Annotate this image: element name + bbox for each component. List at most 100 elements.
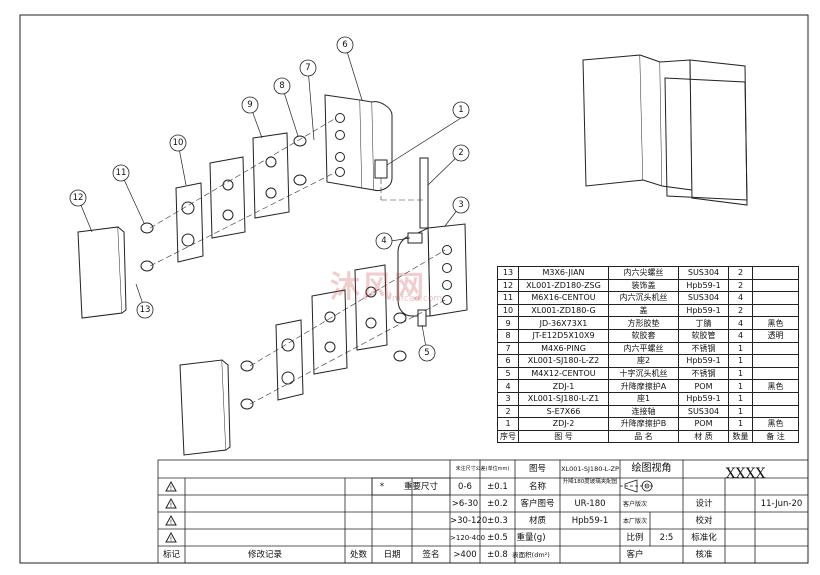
scale-label: 比例 xyxy=(626,533,644,543)
bom-quantity: 1 xyxy=(728,354,753,368)
bom-part-name: 内六尖螺丝 xyxy=(608,266,679,280)
bom-remark: 备 注 xyxy=(752,429,799,444)
bom-quantity: 2 xyxy=(728,266,753,280)
bom-part-name: 品 名 xyxy=(608,429,679,444)
surface-area-label: 表面积(dm²) xyxy=(512,551,550,559)
bom-part-number: M4X12-CENTOU xyxy=(518,366,609,381)
bom-remark: 黑色 xyxy=(752,379,799,393)
tol-range-1: >6-30 xyxy=(451,499,479,509)
tol-value-1: ±0.2 xyxy=(487,499,508,509)
bom-remark xyxy=(752,291,799,305)
bom-part-number: XL001-ZD180-G xyxy=(518,303,609,318)
customer-drawing: UR-180 xyxy=(574,499,606,509)
bom-item-no: 11 xyxy=(497,291,519,305)
drawing-number-label: 图号 xyxy=(528,464,546,474)
bom-remark xyxy=(752,278,799,293)
bom-material: 不锈钢 xyxy=(678,366,729,381)
balloon-circles xyxy=(69,36,470,362)
bom-part-name: 连接轴 xyxy=(608,404,679,419)
bom-remark: 透明 xyxy=(752,328,799,343)
bom-item-no: 9 xyxy=(497,316,519,330)
bom-quantity: 1 xyxy=(728,341,753,356)
customer-drawing-label: 客户图号 xyxy=(520,499,555,509)
bom-material: SUS304 xyxy=(678,266,729,280)
rev-date-label: 日期 xyxy=(383,550,401,560)
tol-value-3: ±0.5 xyxy=(487,533,508,543)
balloon-8: 8 xyxy=(279,81,285,91)
design-label: 设计 xyxy=(695,499,713,509)
bom-remark xyxy=(752,366,799,381)
bom-remark xyxy=(752,341,799,356)
exploded-view xyxy=(77,94,468,456)
balloon-10: 10 xyxy=(172,138,184,148)
bom-item-no: 13 xyxy=(497,266,519,280)
balloon-6: 6 xyxy=(342,40,348,50)
standardization-label: 标准化 xyxy=(691,533,717,543)
bom-material: 丁腈 xyxy=(678,316,729,330)
customer-label: 客户 xyxy=(626,550,644,560)
tol-value-0: ±0.1 xyxy=(487,482,508,492)
bom-part-name: 内六沉头机丝 xyxy=(608,291,679,305)
watermark-url: mfcad.com xyxy=(392,294,443,304)
material-value: Hpb59-1 xyxy=(571,516,609,526)
bom-part-number: M6X16-CENTOU xyxy=(518,291,609,305)
tol-value-2: ±0.3 xyxy=(487,516,508,526)
balloon-13: 13 xyxy=(139,305,151,315)
view-angle-label: 绘图视角 xyxy=(631,463,672,474)
material-label: 材质 xyxy=(528,516,546,526)
customer-version-label: 客户版次 xyxy=(622,501,647,508)
bom-material: Hpb59-1 xyxy=(678,354,729,368)
key-dimension-label: 重要尺寸 xyxy=(403,482,438,492)
bom-quantity: 2 xyxy=(728,278,753,293)
balloon-9: 9 xyxy=(247,100,253,110)
title-block-lines xyxy=(157,459,809,564)
revision-triangle-icon: ! xyxy=(165,515,177,526)
bom-part-number: XL001-ZD180-ZSG xyxy=(518,278,609,293)
tol-value-4: ±0.8 xyxy=(487,550,508,560)
balloon-12: 12 xyxy=(72,193,84,203)
scale-value: 2:5 xyxy=(659,533,674,543)
bom-part-number: JT-E12D5X10X9 xyxy=(518,328,609,343)
bom-material: Hpb59-1 xyxy=(678,303,729,318)
projection-angle-icon xyxy=(620,479,655,493)
balloon-4: 4 xyxy=(381,236,387,246)
check-label: 校对 xyxy=(695,516,713,526)
bom-material: SUS304 xyxy=(678,404,729,419)
bom-part-number: M4X6-PING xyxy=(518,341,609,356)
bom-quantity: 2 xyxy=(728,303,753,318)
bom-quantity: 数量 xyxy=(728,429,753,444)
bom-part-number: JD-36X73X1 xyxy=(518,316,609,330)
revision-triangle-icon: ! xyxy=(165,532,177,543)
bom-part-number: XL001-SJ180-L-Z2 xyxy=(518,354,609,368)
bom-part-name: 十字沉头机丝 xyxy=(608,366,679,381)
balloon-5: 5 xyxy=(424,348,430,358)
bom-part-name: 内六平螺丝 xyxy=(608,341,679,356)
revision-triangle-icon: ! xyxy=(165,498,177,509)
bom-part-number: ZDJ-1 xyxy=(518,379,609,393)
part-name: 升降180度玻璃夹配图 xyxy=(562,479,618,485)
bom-item-no: 序号 xyxy=(497,429,519,444)
bom-header-row: 序号图 号品 名材 质数量备 注 xyxy=(497,429,799,444)
bom-remark xyxy=(752,303,799,318)
bom-material: Hpb59-1 xyxy=(678,278,729,293)
bom-remark xyxy=(752,391,799,406)
bom-quantity: 1 xyxy=(728,417,753,431)
svg-text:!: ! xyxy=(170,519,172,526)
rev-count-label: 处数 xyxy=(349,550,367,560)
bom-remark xyxy=(752,266,799,280)
svg-text:!: ! xyxy=(170,485,172,492)
center-lines xyxy=(149,117,446,405)
tol-range-3: >120-400 xyxy=(450,534,486,542)
bom-part-name: 软胶套 xyxy=(608,328,679,343)
